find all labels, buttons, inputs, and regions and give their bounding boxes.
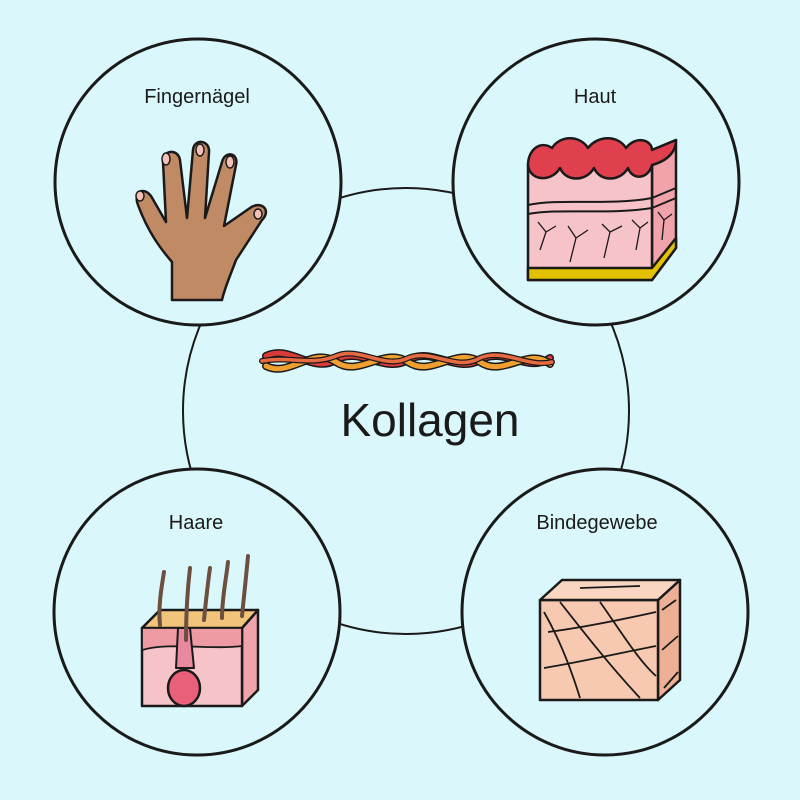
collagen-fiber-icon [259,349,555,373]
center-circle [182,187,630,635]
label-bindegewebe: Bindegewebe [536,512,658,534]
hand-icon [135,140,268,302]
label-haut: Haut [573,86,617,108]
label-haare: Haare [168,512,224,534]
label-fingernaegel: Fingernägel [144,86,250,108]
center-title: Kollagen [340,394,520,446]
hair-follicle-icon [140,554,260,708]
connective-tissue-cube-icon [538,578,682,702]
skin-layers-icon [526,137,678,282]
